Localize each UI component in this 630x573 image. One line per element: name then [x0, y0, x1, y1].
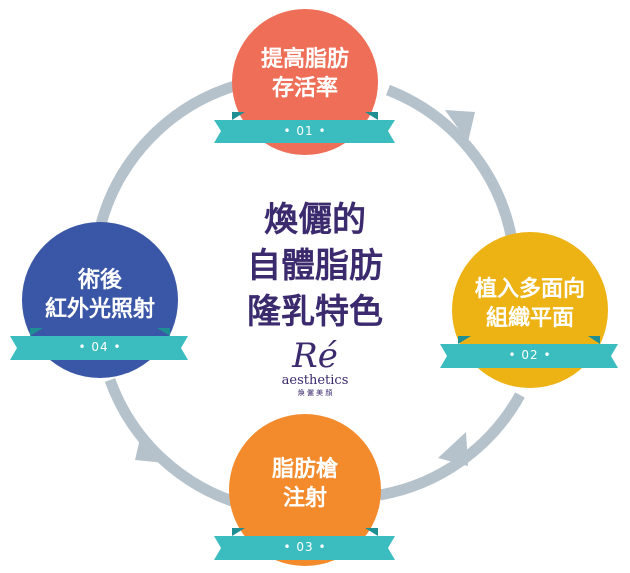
center-title-line-1: 煥儷的: [264, 200, 366, 240]
arrowhead-1: [445, 110, 475, 142]
arrowhead-3: [135, 430, 165, 463]
step-3-number: • 03 •: [283, 540, 327, 554]
ribbon-fold-left-2: [458, 336, 471, 344]
center-title-line-2: 自體脂肪: [247, 246, 383, 286]
center-title-line-3: 隆乳特色: [247, 292, 383, 332]
step-2-line-1: 植入多面向: [474, 277, 585, 302]
step-circle-1: [232, 9, 378, 155]
ribbon-fold-left-1: [232, 112, 245, 120]
step-2-number: • 02 •: [508, 348, 552, 362]
step-4-number: • 04 •: [78, 340, 122, 354]
logo-subtitle: 煥 儷 美 顏: [297, 389, 333, 397]
ribbon-4: [10, 336, 188, 360]
brand-logo: Ré aesthetics 煥 儷 美 顏: [265, 338, 365, 398]
ring-arc-4-1: [94, 79, 240, 230]
ring-arc-2-3: [379, 392, 525, 501]
step-2-caption: 植入多面向 組織平面: [455, 275, 605, 333]
step-3-line-1: 脂肪槍: [271, 457, 338, 482]
step-1-line-2: 存活率: [271, 76, 338, 101]
ribbon-3: [214, 536, 395, 560]
step-3-line-2: 注射: [282, 486, 327, 511]
ribbon-1: [214, 120, 395, 143]
logo-wordmark: aesthetics: [281, 373, 349, 388]
ribbon-fold-right-3: [365, 528, 378, 536]
step-4-caption: 術後 紅外光照射: [25, 266, 175, 324]
step-4-line-2: 紅外光照射: [44, 297, 155, 322]
step-2-line-2: 組織平面: [485, 306, 574, 331]
ribbon-fold-left-4: [30, 328, 43, 336]
ring-arc-3-4: [104, 378, 247, 511]
arrowhead-2: [438, 432, 468, 466]
step-3-caption: 脂肪槍 注射: [230, 455, 380, 513]
step-1-line-1: 提高脂肪: [260, 47, 349, 72]
ring-arc-1-2: [385, 84, 518, 242]
step-1-caption: 提高脂肪 存活率: [230, 45, 380, 103]
ribbon-fold-left-3: [232, 528, 245, 536]
step-circle-3: [229, 414, 381, 566]
ribbon-fold-right-4: [157, 328, 170, 336]
center-title: 煥儷的 自體脂肪 隆乳特色: [200, 197, 430, 335]
ribbon-fold-right-1: [365, 112, 378, 120]
logo-mark: Ré: [292, 336, 338, 376]
ribbon-2: [440, 344, 618, 368]
ribbon-fold-right-2: [588, 336, 600, 344]
step-4-line-1: 術後: [77, 268, 122, 293]
step-1-number: • 01 •: [283, 124, 327, 138]
